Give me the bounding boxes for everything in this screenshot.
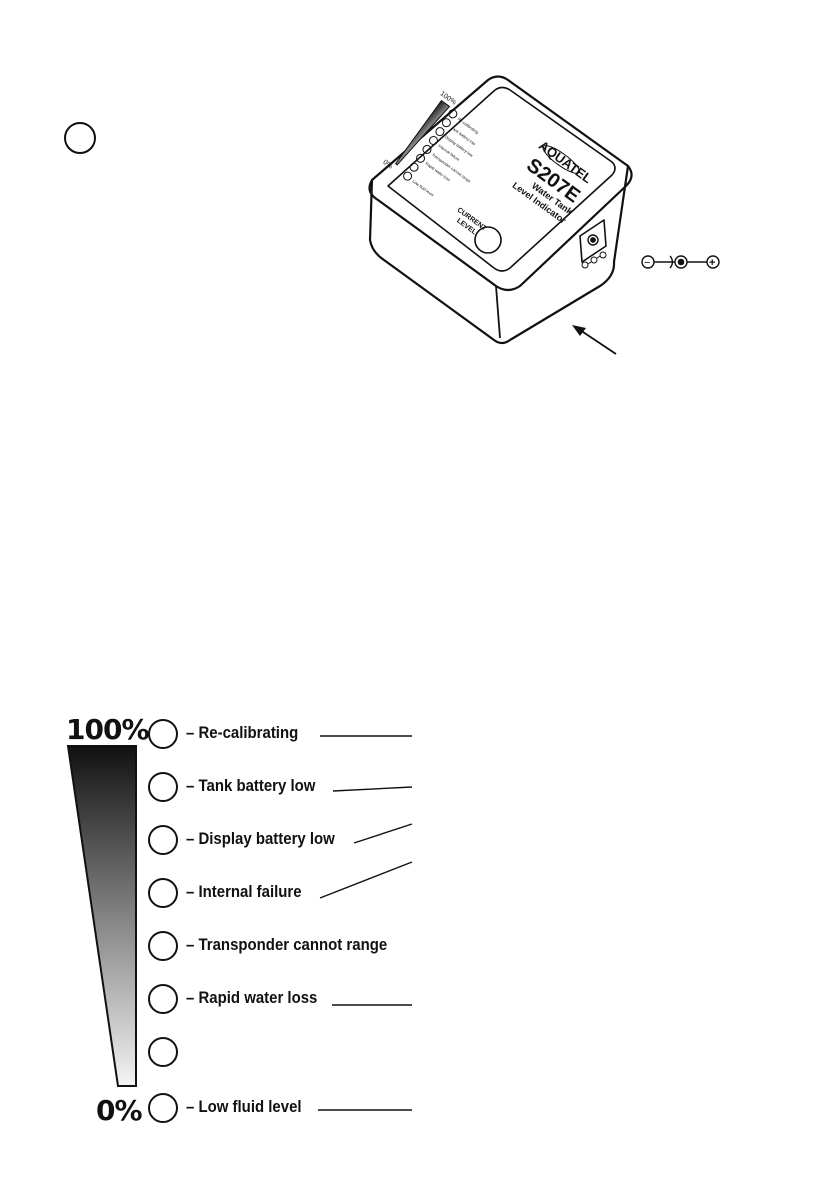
face-label-7: Low fluid level (411, 179, 434, 198)
legend-label-rapid-water-loss: – Rapid water loss (186, 988, 318, 1007)
legend-label-low-fluid-level: – Low fluid level (186, 1097, 302, 1116)
face-bottom-pct: 0% (381, 159, 393, 171)
current-level-button: CURRENT LEVEL (455, 207, 488, 237)
legend-top-pct: 100% (66, 713, 150, 746)
legend-label-internal-failure: – Internal failure (186, 882, 302, 901)
callout-marker-circle (64, 122, 96, 154)
pointer-arrow (572, 325, 617, 355)
polarity-plus: + (709, 257, 715, 269)
device-branding: AQUATEL S207E Water Tank Level Indicator (511, 138, 595, 226)
legend-label-recalibrating: – Re-calibrating (186, 723, 299, 742)
leader-lines (318, 735, 413, 1111)
legend-label-transponder-cannot-range: – Transponder cannot range (186, 935, 388, 954)
polarity-symbol (641, 255, 720, 269)
legend-label-display-battery-low: – Display battery low (186, 829, 335, 848)
polarity-minus: − (644, 257, 650, 269)
legend-label-tank-battery-low: – Tank battery low (186, 776, 316, 795)
device-illustration (368, 75, 633, 345)
legend-bottom-pct: 0% (96, 1094, 143, 1127)
current-level-button-circle (474, 226, 502, 254)
level-gradient-bar (66, 745, 137, 1087)
legend-indicators (148, 719, 178, 1123)
